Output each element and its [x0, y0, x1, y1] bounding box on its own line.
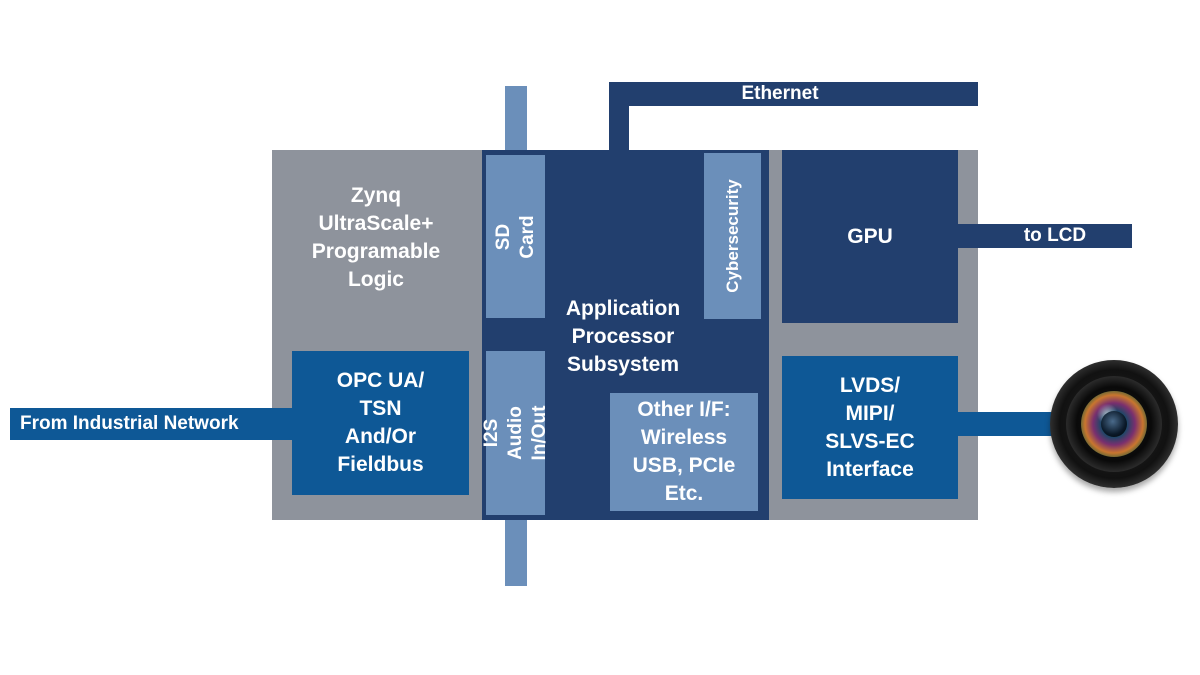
lvds-mipi-interface-block: LVDS/ MIPI/ SLVS-EC Interface: [782, 356, 958, 499]
ethernet-line-horizontal: [609, 82, 978, 106]
lcd-line: [958, 224, 1132, 248]
other-interfaces-block: Other I/F: Wireless USB, PCIe Etc.: [610, 393, 758, 511]
cybersecurity-label: Cybersecurity: [722, 179, 742, 293]
ethernet-label: Ethernet: [741, 83, 819, 104]
i2s-audio-block: I2S Audio In/Out: [481, 351, 550, 515]
cybersecurity-block: Cybersecurity: [704, 153, 761, 319]
camera-lens-pupil: [1101, 411, 1127, 437]
lcd-label: to LCD: [1023, 225, 1087, 246]
fpga-title: Zynq UltraScale+ Programable Logic: [311, 184, 441, 291]
sd-bus-line-top: [505, 86, 527, 166]
industrial-network-label: From Industrial Network: [20, 413, 239, 434]
sd-card-block: SD Card: [486, 155, 545, 318]
industrial-network-line: [10, 408, 294, 440]
i2s-audio-label: I2S Audio In/Out: [480, 405, 550, 461]
aps-title: Application Processor Subsystem: [565, 297, 681, 376]
opc-ua-tsn-block: OPC UA/ TSN And/Or Fieldbus: [292, 351, 469, 495]
sd-card-label: SD Card: [492, 214, 538, 259]
gpu-block: GPU: [782, 150, 958, 323]
i2s-bus-line-bottom: [505, 508, 527, 586]
